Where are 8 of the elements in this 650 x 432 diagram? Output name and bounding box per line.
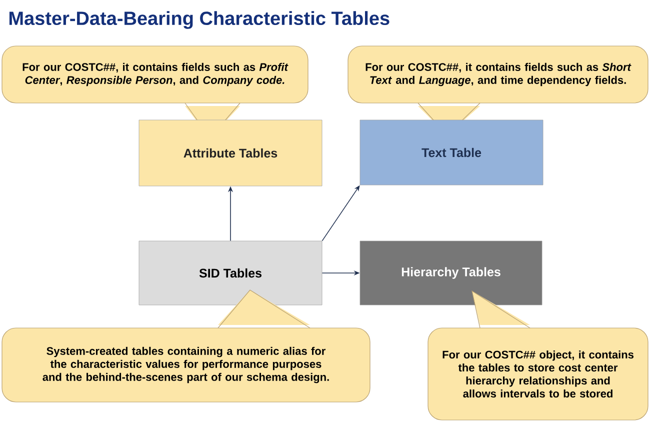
table-box: SID Tables bbox=[138, 240, 322, 306]
callout-bubble: For our COSTC##, it contains fields such as Short Text and Language, and time dependency fields. bbox=[348, 46, 648, 136]
title: Master-Data-Bearing Characteristic Tables bbox=[9, 11, 390, 29]
table-box: Hierarchy Tables bbox=[360, 240, 542, 306]
callout-bubble: For our COSTC## object, it contains the tables to store cost center hierarchy relationships and allows intervals to be stored bbox=[428, 290, 648, 420]
table-box: Text Table bbox=[360, 120, 544, 186]
callout-bubble: System-created tables containing a numeric alias for the characteristic values for performance purposes and the behind-the-scenes part of our schema design. bbox=[2, 290, 370, 402]
callout-bubble: For our COSTC##, it contains fields such as Profit Center, Responsible Person, and Company code. bbox=[2, 46, 308, 138]
